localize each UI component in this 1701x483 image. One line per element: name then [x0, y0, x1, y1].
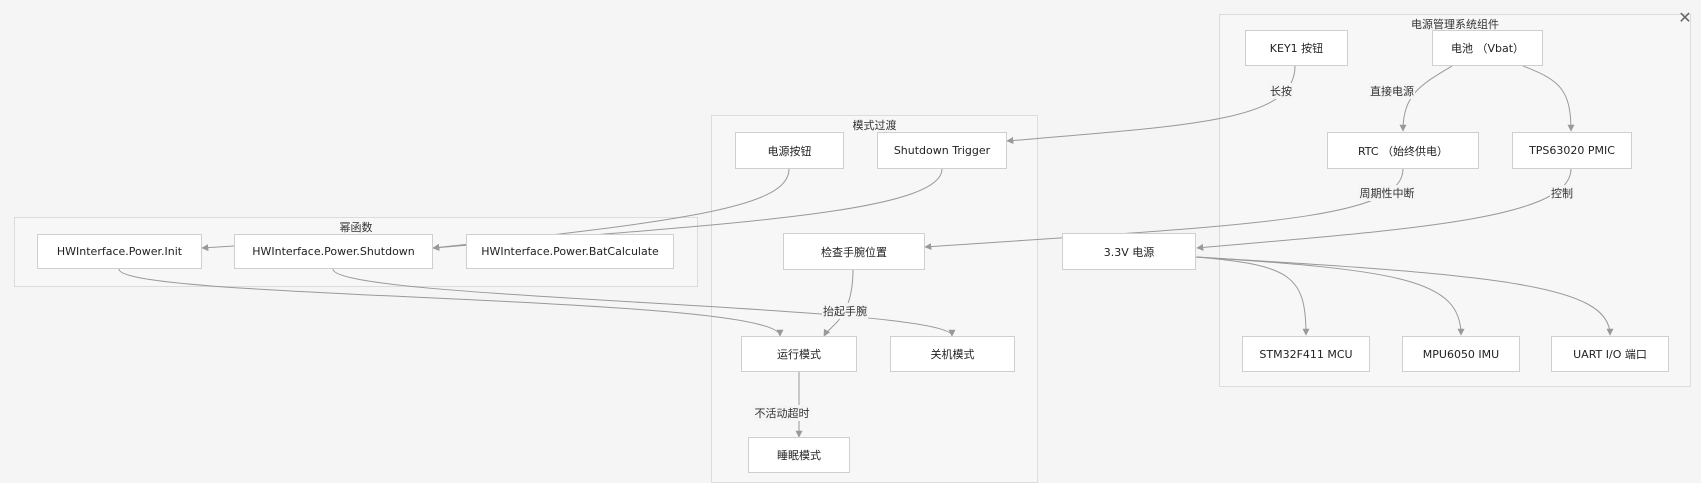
node-battery[interactable]: 电池 （Vbat） — [1432, 30, 1543, 66]
group-title-mode-transition: 模式过渡 — [852, 119, 897, 132]
node-off-mode[interactable]: 关机模式 — [890, 336, 1015, 372]
node-imu[interactable]: MPU6050 IMU — [1402, 336, 1520, 372]
node-sleep-mode[interactable]: 睡眠模式 — [748, 437, 850, 473]
node-check-wrist[interactable]: 检查手腕位置 — [783, 233, 925, 270]
node-run-mode[interactable]: 运行模式 — [741, 336, 857, 372]
node-hw-power-shutdown[interactable]: HWInterface.Power.Shutdown — [234, 234, 433, 269]
node-uart[interactable]: UART I/O 端口 — [1551, 336, 1669, 372]
node-rtc[interactable]: RTC （始终供电） — [1327, 132, 1479, 169]
node-hw-power-batcalculate[interactable]: HWInterface.Power.BatCalculate — [466, 234, 674, 269]
edge-label-long-press: 长按 — [1269, 83, 1293, 99]
edge-label-raise-wrist: 抬起手腕 — [822, 303, 868, 319]
group-title-power-components: 电源管理系统组件 — [1411, 18, 1499, 31]
edge-label-inactivity-timeout: 不活动超时 — [753, 405, 811, 421]
group-power-components: 电源管理系统组件 — [1219, 14, 1691, 387]
group-title-hook-functions: 幂函数 — [339, 221, 373, 234]
node-shutdown-trigger[interactable]: Shutdown Trigger — [877, 132, 1007, 169]
node-hw-power-init[interactable]: HWInterface.Power.Init — [37, 234, 202, 269]
node-key1-button[interactable]: KEY1 按钮 — [1245, 30, 1348, 66]
edge-label-periodic-interrupt: 周期性中断 — [1358, 185, 1416, 201]
group-mode-transition: 模式过渡 — [711, 115, 1038, 483]
node-power-button[interactable]: 电源按钮 — [735, 132, 844, 169]
close-icon[interactable]: ✕ — [1678, 8, 1692, 27]
node-3v3-power[interactable]: 3.3V 电源 — [1062, 233, 1196, 270]
node-pmic[interactable]: TPS63020 PMIC — [1512, 132, 1632, 169]
node-mcu[interactable]: STM32F411 MCU — [1242, 336, 1370, 372]
edge-label-direct-power: 直接电源 — [1369, 83, 1415, 99]
edge-label-control: 控制 — [1550, 185, 1574, 201]
